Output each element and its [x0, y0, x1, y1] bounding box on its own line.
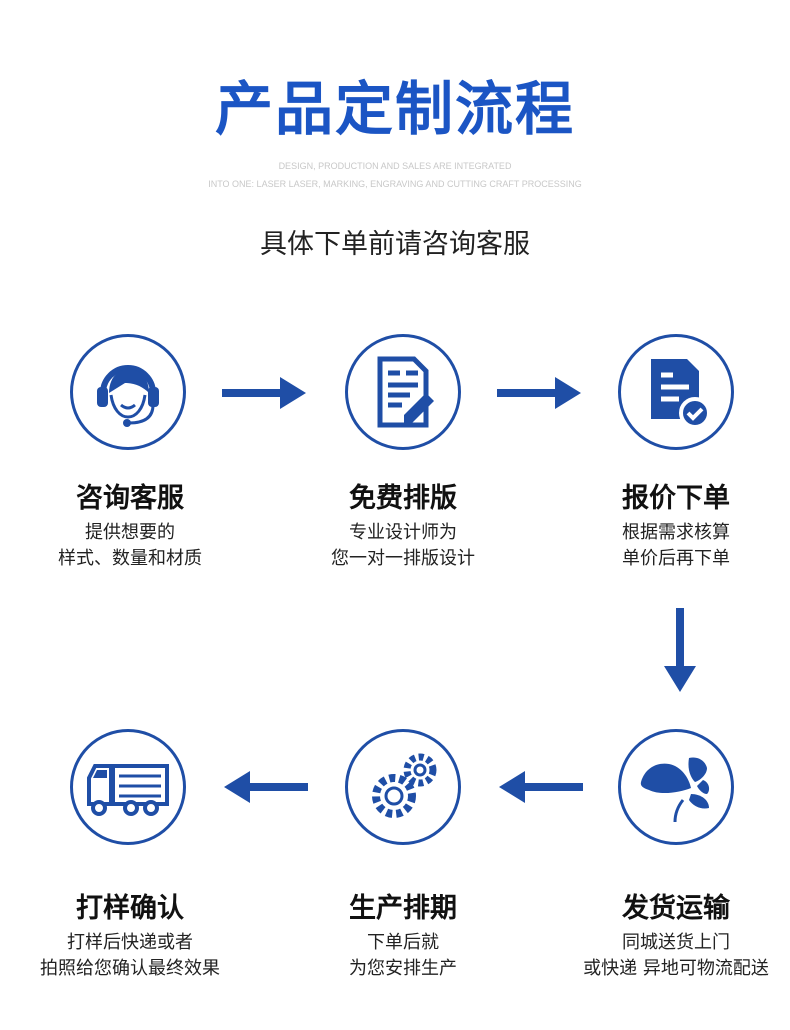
step-4-desc-line2: 或快递 异地可物流配送 [583, 958, 769, 979]
step-4-circle [618, 729, 734, 845]
subtitle: 具体下单前请咨询客服 [260, 229, 530, 260]
english-subtitle-line2: INTO ONE: LASER LASER, MARKING, ENGRAVIN… [208, 179, 582, 189]
step-5-label: 生产排期 [349, 893, 457, 924]
step-2-desc-line1: 专业设计师为 [349, 522, 457, 543]
step-3-desc-line2: 单价后再下单 [622, 548, 730, 569]
arrow-right-icon [222, 377, 306, 409]
arrow-left-icon [224, 771, 308, 803]
arrow-right-icon [497, 377, 581, 409]
customer-service-icon [97, 365, 159, 427]
document-edit-icon [377, 356, 434, 428]
step-6-desc-line1: 打样后快递或者 [67, 932, 193, 953]
step-1-circle [70, 334, 186, 450]
step-1-label: 咨询客服 [76, 483, 184, 514]
step-5-desc-line2: 为您安排生产 [349, 958, 457, 979]
step-2-circle [345, 334, 461, 450]
step-6-circle [70, 729, 186, 845]
step-4-desc-line1: 同城送货上门 [622, 932, 730, 953]
step-6-desc-line2: 拍照给您确认最终效果 [40, 958, 220, 979]
step-3-circle [618, 334, 734, 450]
clover-icon [640, 757, 710, 823]
step-6-label: 打样确认 [76, 893, 184, 924]
step-3-desc-line1: 根据需求核算 [622, 522, 730, 543]
step-5-circle [345, 729, 461, 845]
truck-icon [87, 764, 169, 816]
step-2-label: 免费排版 [349, 483, 457, 514]
step-1-desc-line1: 提供想要的 [85, 522, 175, 543]
document-check-icon [651, 359, 711, 429]
step-1-desc-line2: 样式、数量和材质 [58, 548, 202, 569]
step-4-label: 发货运输 [622, 893, 730, 924]
page-title: 产品定制流程 [214, 75, 575, 143]
english-subtitle-line1: DESIGN, PRODUCTION AND SALES ARE INTEGRA… [278, 161, 512, 171]
arrow-down-icon [664, 608, 696, 692]
arrow-left-icon [499, 771, 583, 803]
step-2-desc-line2: 您一对一排版设计 [331, 548, 475, 569]
step-5-desc-line1: 下单后就 [367, 932, 439, 953]
step-3-label: 报价下单 [622, 483, 730, 514]
gears-icon [372, 753, 437, 818]
